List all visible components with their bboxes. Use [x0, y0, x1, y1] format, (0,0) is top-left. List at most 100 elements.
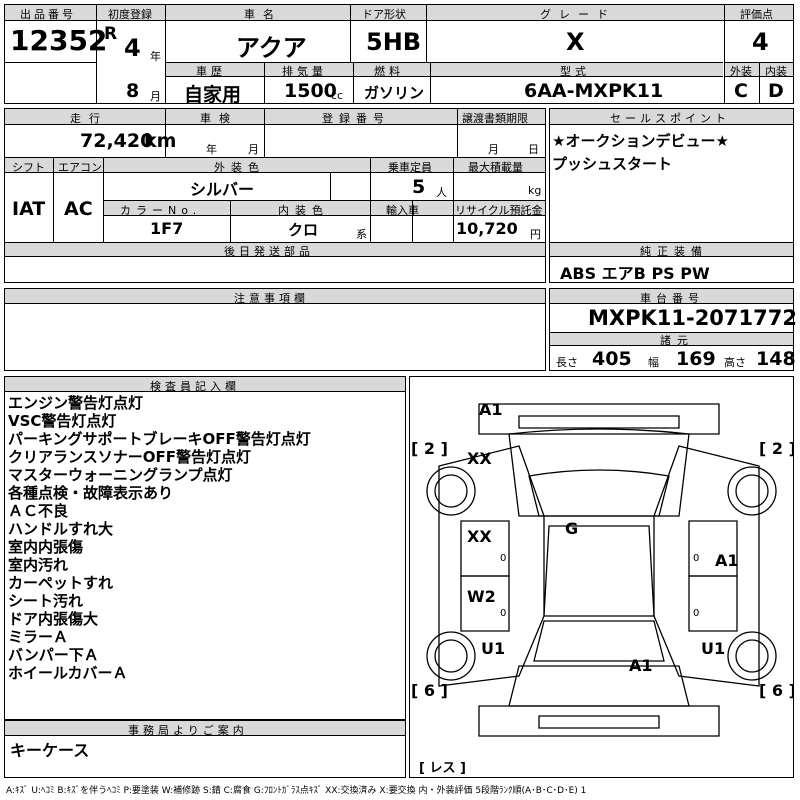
zero-right-rear: 0 [693, 608, 699, 619]
import-header: 輸入車 [386, 204, 419, 217]
inspector-note: パーキングサポートブレーキOFF警告灯点灯 [8, 430, 311, 448]
model-header: 型式 [560, 65, 590, 78]
left-front-wheel [426, 466, 476, 516]
specs-header: 諸元 [660, 334, 694, 347]
office-header: 事務局よりご案内 [128, 724, 248, 737]
displacement-unit: cc [331, 89, 344, 102]
right-front-wheel [727, 466, 777, 516]
capacity-header: 乗車定員 [388, 161, 432, 174]
inspector-note: 各種点検・故障表示あり [8, 484, 174, 502]
inspector-note: ホイールカバーＡ [8, 664, 128, 682]
chassis-strip [550, 289, 793, 304]
rear-lamp-shape [538, 715, 660, 729]
mark-bottom: [ レス ] [419, 761, 466, 776]
reg-month: 8 [126, 80, 140, 102]
max-load-header: 最大積載量 [468, 161, 523, 174]
office-note: キーケース [10, 741, 90, 760]
inspector-note: VSC警告灯点灯 [8, 412, 117, 430]
office-strip [5, 721, 405, 736]
inspector-note: ハンドルすれ大 [8, 520, 114, 538]
fuel: ガソリン [364, 84, 425, 102]
equipment-strip [550, 243, 793, 257]
transfer-header: 譲渡書類期限 [462, 112, 528, 125]
width-label: 幅 [648, 356, 659, 369]
inspector-note: シート汚れ [8, 592, 84, 610]
inspector-note: クリアランスソナーOFF警告灯点灯 [8, 448, 251, 466]
specs-strip [550, 332, 793, 346]
ext-color-header: 外装色 [214, 161, 265, 174]
aircon-header: エアコン [58, 161, 102, 174]
model-code: 6AA-MXPK11 [524, 80, 664, 102]
height-label: 高さ [724, 356, 746, 369]
equipment: ABS エアB PS PW [560, 264, 710, 283]
inspection-month-unit: 月 [248, 143, 259, 156]
score: 4 [752, 28, 769, 56]
inspector-note: ドア内張傷大 [8, 610, 99, 628]
equipment-header: 純正装備 [640, 245, 708, 258]
month-unit: 月 [150, 90, 161, 103]
chassis-header: 車台番号 [640, 292, 704, 305]
notes-header: 注意事項欄 [234, 292, 309, 305]
length: 405 [592, 348, 632, 370]
later-parts-strip [5, 243, 545, 257]
int-color-header: 内装色 [278, 204, 329, 217]
interior-header: 内装 [765, 65, 787, 78]
interior-grade: D [768, 80, 784, 102]
inspector-strip [5, 377, 405, 392]
label-left-rear-door: W2 [467, 587, 496, 606]
sales-point-1: ★オークションデビュー★ [552, 132, 729, 150]
load-unit: kg [528, 184, 542, 197]
recycle-fee: 10,720 [456, 219, 518, 238]
score-header: 評価点 [740, 8, 773, 21]
reg-no-header: 登録番号 [322, 112, 390, 125]
lot-no-header: 出品番号 [20, 8, 76, 21]
color-no: 1F7 [150, 219, 184, 238]
label-front: A1 [479, 400, 503, 419]
zero-left-rear: 0 [500, 608, 506, 619]
inspection-header: 車検 [200, 112, 238, 125]
inspector-block [4, 376, 406, 720]
displacement: 1500 [284, 80, 337, 102]
inspection-year-unit: 年 [206, 143, 217, 156]
rear-body-shape [508, 665, 690, 707]
label-left-fender: XX [467, 449, 492, 468]
mileage-block [4, 108, 546, 283]
front-bumper-shape [478, 403, 720, 435]
inspector-note: 室内内張傷 [8, 538, 84, 556]
rear-window-shape [533, 620, 665, 662]
int-color: クロ [288, 221, 319, 239]
office-block [4, 720, 406, 778]
capacity: 5 [412, 176, 426, 198]
sales-point-strip [550, 109, 793, 125]
mileage-header-strip [5, 109, 545, 125]
inspector-note: バンパー下Ａ [8, 646, 99, 664]
car-diagram-block [409, 376, 794, 778]
width: 169 [676, 348, 716, 370]
grade-header-strip [724, 62, 793, 77]
length-label: 長さ [556, 356, 578, 369]
int-color-suffix: 系 [356, 228, 367, 241]
era: R [104, 24, 118, 44]
inspector-note: 室内汚れ [8, 556, 69, 574]
height: 148 [756, 348, 796, 370]
car-diagram: [ 2 ] [ 2 ] [ 6 ] [ 6 ] [ レス ] A1 XX G X… [411, 400, 794, 776]
door-header: ドア形状 [362, 8, 406, 21]
mark-front-left: [ 2 ] [411, 439, 448, 458]
mileage-unit: km [144, 130, 177, 152]
lot-number: 12352 [10, 24, 108, 57]
label-roof: G [565, 519, 578, 538]
exterior-header: 外装 [730, 65, 752, 78]
displacement-header: 排気量 [282, 65, 327, 78]
shift: IAT [12, 198, 46, 220]
notes-strip [5, 289, 545, 304]
right-rear-wheel [727, 631, 777, 681]
color-header-strip [103, 200, 545, 216]
inspector-note: カーペットすれ [8, 574, 114, 592]
door-type: 5HB [366, 28, 422, 56]
roof-shape [543, 525, 655, 617]
mark-rear-right: [ 6 ] [759, 681, 794, 700]
mark-rear-left: [ 6 ] [411, 681, 448, 700]
second-header-strip [165, 62, 723, 77]
label-left-front-door: XX [467, 527, 492, 546]
